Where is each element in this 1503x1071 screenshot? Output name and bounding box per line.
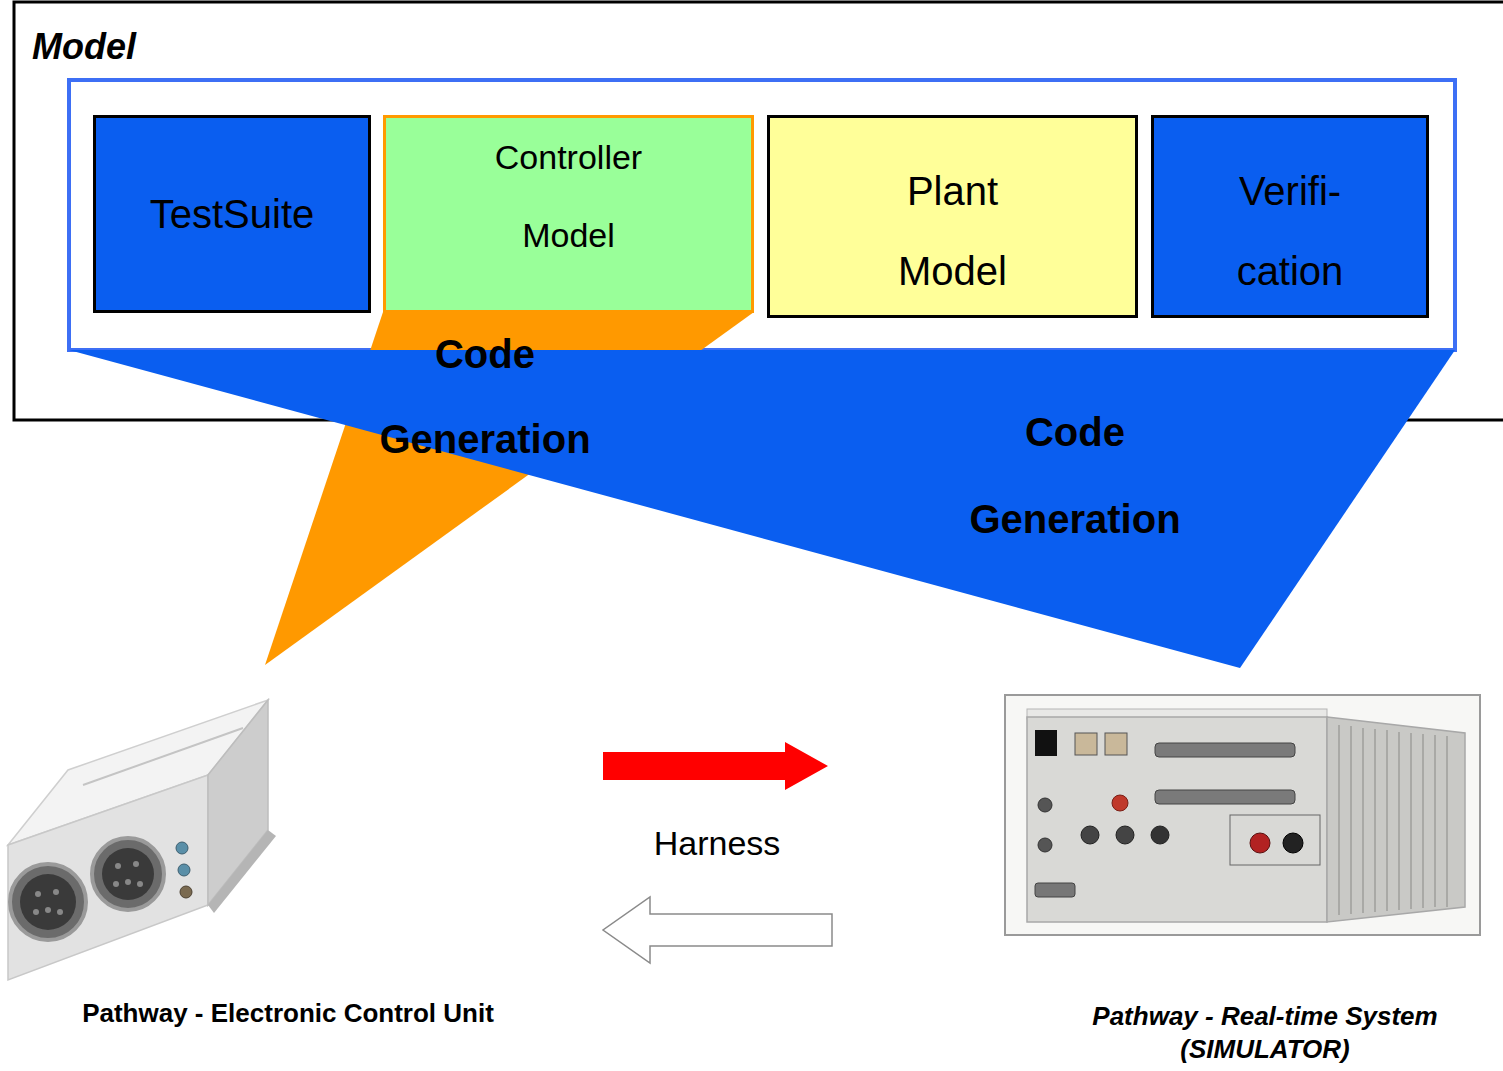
simulator-ribs-part <box>1410 733 1412 909</box>
photo-frame <box>1005 695 1480 935</box>
ethernet-port <box>1075 733 1097 755</box>
ecu-front-face <box>8 775 208 980</box>
device-node: Pathway - Real-time System (SIMULATOR) <box>836 668 1496 1068</box>
ecu-illustration <box>8 700 276 980</box>
simulator-ribs-part <box>1338 725 1340 915</box>
process-box: Verifi- cation <box>1151 115 1429 318</box>
model-inner-outline <box>69 80 1455 350</box>
banana-jack <box>1250 833 1270 853</box>
edge-label: Code Generation <box>379 312 590 482</box>
ecu-connector-part <box>92 838 164 910</box>
ecu-connector-part <box>53 889 59 895</box>
ecu-connector-part <box>125 879 131 885</box>
ecu-connector-part <box>10 864 86 940</box>
banana-jack <box>1283 833 1303 853</box>
box-label: Plant Model <box>898 151 1007 311</box>
round-connector <box>1081 826 1099 844</box>
process-box: TestSuite <box>93 115 371 313</box>
block-arrow <box>603 897 832 963</box>
simulator-ribs-part <box>1434 735 1436 907</box>
ethernet-port <box>1105 733 1127 755</box>
round-connector <box>1116 826 1134 844</box>
device-node: Pathway - Electronic Control Unit <box>8 665 600 1055</box>
round-connector <box>1038 838 1052 852</box>
ecu-led <box>176 842 188 854</box>
power-switch <box>1035 730 1057 756</box>
round-connector <box>1038 798 1052 812</box>
ecu-connector-part <box>33 909 39 915</box>
box-label: TestSuite <box>150 190 315 238</box>
ecu-connector-part <box>57 909 63 915</box>
block-arrow <box>603 742 828 790</box>
ecu-connector-part <box>20 874 76 930</box>
ecu-connector-part <box>137 881 143 887</box>
process-box: Controller Model <box>383 115 754 313</box>
dsub-connector <box>1155 743 1295 757</box>
ecu-connector-part <box>133 861 139 867</box>
simulator-front-panel <box>1027 717 1327 922</box>
simulator-ribs-part <box>1350 726 1352 914</box>
box-label: Controller Model <box>495 118 642 274</box>
box-label: Verifi- cation <box>1237 151 1344 311</box>
simulator-ribs <box>1339 725 1447 915</box>
simulator-side-panel <box>1327 717 1465 922</box>
model-container: ModelTestSuite Controller Model Plant Mode… <box>14 2 1503 420</box>
container-title: Model <box>32 26 136 68</box>
simulator-ribs-part <box>1446 736 1448 907</box>
device-caption: Pathway - Electronic Control Unit <box>8 995 568 1031</box>
round-connector <box>1151 826 1169 844</box>
edge-label: Code Generation <box>969 389 1180 563</box>
simulator-ribs-part <box>1374 729 1376 912</box>
ecu-connector <box>92 838 164 910</box>
simulator-ribs-part <box>1386 730 1388 911</box>
device-caption: Pathway - Real-time System (SIMULATOR) <box>1045 1000 1485 1066</box>
ecu-connector-part <box>45 907 51 913</box>
ecu-connector-part <box>115 863 121 869</box>
simulator-illustration <box>1005 695 1480 935</box>
db-connector <box>1035 883 1075 897</box>
ecu-led <box>180 886 192 898</box>
ecu-connector-part <box>113 881 119 887</box>
ecu-connector-part <box>35 891 41 897</box>
process-box: Plant Model <box>767 115 1138 318</box>
ecu-flange <box>208 830 276 913</box>
edge-label: Harness <box>654 823 781 863</box>
simulator-ribs-part <box>1398 732 1400 910</box>
code-generation-funnel <box>69 350 1455 668</box>
jack-plate <box>1230 815 1320 865</box>
ecu-led <box>178 864 190 876</box>
dsub-connector <box>1155 790 1295 804</box>
red-button <box>1112 795 1128 811</box>
simulator-ribs-part <box>1362 728 1364 913</box>
simulator-ribs-part <box>1422 734 1424 908</box>
ecu-connector <box>10 864 86 940</box>
ecu-connector-part <box>102 848 154 900</box>
